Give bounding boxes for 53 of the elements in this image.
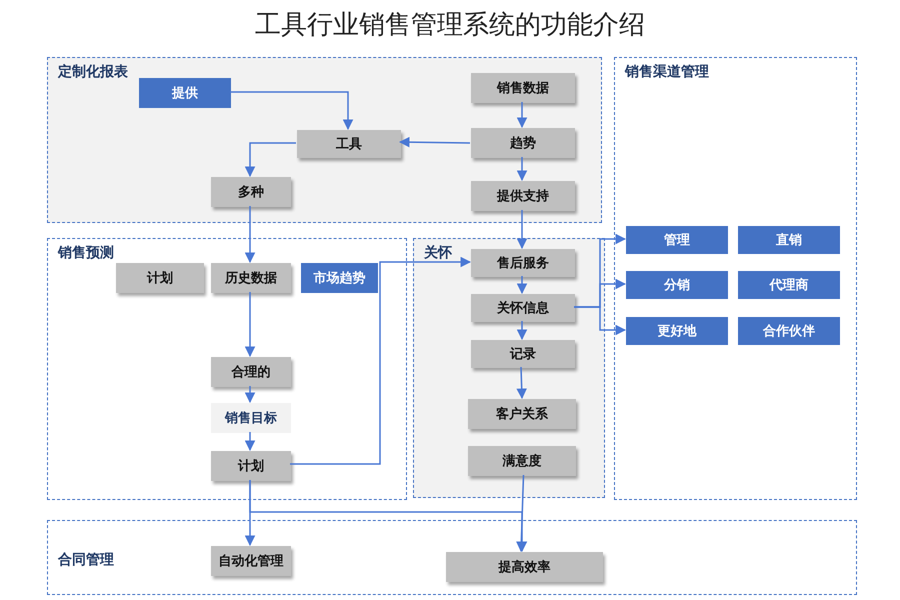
process-box: 客户关系 — [468, 399, 576, 429]
arrow — [516, 366, 527, 400]
group-heading: 关怀 — [424, 243, 452, 262]
process-box: 提高效率 — [446, 552, 603, 582]
arrow — [574, 306, 626, 336]
dashed-group-panel — [413, 238, 605, 498]
arrow — [230, 91, 354, 130]
process-box: 售后服务 — [471, 249, 575, 277]
process-box: 记录 — [471, 340, 575, 368]
group-heading: 定制化报表 — [58, 62, 128, 81]
process-box: 趋势 — [471, 128, 575, 158]
process-box: 更好地 — [626, 317, 728, 345]
process-box: 提供 — [139, 78, 231, 108]
process-box: 关怀信息 — [471, 294, 575, 322]
arrow — [516, 157, 528, 182]
arrow — [516, 474, 527, 552]
process-box: 多种 — [211, 177, 291, 207]
process-box: 自动化管理 — [211, 546, 291, 576]
dashed-group-panel — [47, 520, 857, 595]
dashed-group-panel — [47, 238, 407, 500]
arrow — [244, 432, 256, 452]
arrow — [516, 102, 528, 128]
process-box: 合作伙伴 — [738, 317, 840, 345]
dashed-group-panel — [47, 57, 602, 223]
process-box: 直销 — [738, 226, 840, 254]
arrow — [244, 206, 256, 264]
diagram-title: 工具行业销售管理系统的功能介绍 — [254, 9, 646, 42]
process-box: 提供支持 — [471, 181, 575, 211]
process-box: 合理的 — [211, 357, 291, 387]
process-box: 分销 — [626, 271, 728, 299]
process-box: 管理 — [626, 226, 728, 254]
process-box: 销售目标 — [211, 403, 291, 433]
process-box: 计划 — [116, 263, 204, 293]
process-box: 市场趋势 — [301, 263, 378, 293]
process-box: 代理商 — [738, 271, 840, 299]
group-heading: 合同管理 — [58, 550, 114, 569]
process-box: 满意度 — [468, 446, 576, 476]
arrow — [516, 210, 528, 250]
process-box: 历史数据 — [211, 263, 291, 293]
group-heading: 销售预测 — [58, 243, 114, 262]
arrow — [516, 276, 528, 294]
arrow — [244, 142, 296, 178]
process-box: 工具 — [297, 130, 401, 158]
arrow — [398, 136, 470, 148]
dashed-group-panel — [614, 57, 857, 500]
arrow — [249, 480, 528, 552]
arrow — [516, 321, 528, 340]
group-heading: 销售渠道管理 — [625, 62, 709, 81]
arrow — [244, 386, 256, 404]
process-box: 销售数据 — [471, 73, 575, 103]
arrow — [290, 256, 472, 465]
process-box: 计划 — [211, 451, 291, 481]
arrow — [244, 292, 256, 358]
